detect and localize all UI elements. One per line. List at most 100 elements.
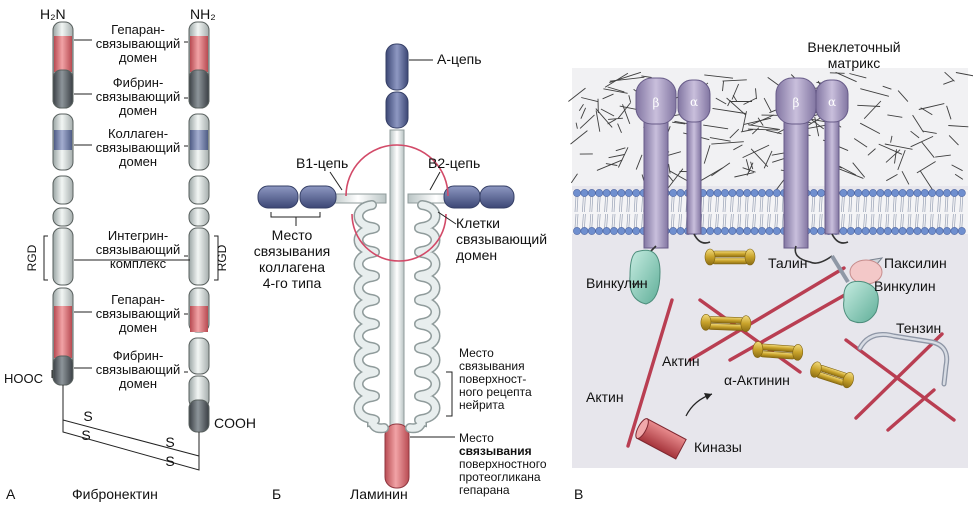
a-chain-globule xyxy=(385,91,409,129)
ecm-fiber xyxy=(703,124,729,130)
actin-filament xyxy=(728,290,852,362)
ecm-fiber xyxy=(602,93,614,100)
fibronectin-stripe xyxy=(190,306,208,332)
beta-subunit-head xyxy=(635,77,677,125)
lipid-tail xyxy=(878,213,882,229)
lipid-tail xyxy=(678,195,682,213)
vinculin-left-label: Винкулин xyxy=(586,275,648,291)
ecm-fiber xyxy=(746,162,754,176)
rgd-bracket-left xyxy=(43,235,48,281)
lipid-tail xyxy=(611,195,616,213)
ecm-fiber xyxy=(668,163,671,174)
lipid-tail xyxy=(759,213,764,229)
ecm-fiber xyxy=(742,144,770,159)
lipid-head xyxy=(891,189,900,197)
ecm-fiber xyxy=(882,85,892,90)
lipid-tail xyxy=(878,195,882,213)
ecm-fiber xyxy=(579,114,595,129)
beta-subunit-label: β xyxy=(653,96,660,110)
ecm-fiber xyxy=(853,138,868,148)
cell-binding-domain-label-line: связывающий xyxy=(456,231,547,247)
lipid-tail xyxy=(707,195,712,213)
ecm-fiber xyxy=(897,149,906,171)
b2-globule xyxy=(443,185,481,209)
ecm-fiber xyxy=(755,88,757,100)
ecm-fiber xyxy=(722,81,724,92)
ecm-fiber xyxy=(603,88,628,94)
ecm-fiber xyxy=(922,130,937,134)
ecm-fiber xyxy=(600,108,615,117)
lipid-head xyxy=(750,189,759,197)
ecm-fiber xyxy=(740,129,754,133)
ecm-fiber xyxy=(897,90,909,102)
lipid-tail xyxy=(759,195,764,213)
lipid-head xyxy=(839,227,848,235)
fibronectin-stripe xyxy=(190,36,208,72)
alpha-actinin-end xyxy=(700,314,712,331)
ecm-fiber xyxy=(763,97,772,112)
lipid-head xyxy=(580,189,589,197)
lipid-head xyxy=(706,189,715,197)
beta-subunit-label: β xyxy=(793,96,800,110)
fibronectin-domain-label-line: Гепаран- xyxy=(111,22,165,37)
ecm-fiber xyxy=(852,162,866,178)
alpha-tail xyxy=(693,233,711,244)
lipid-tail xyxy=(574,213,579,229)
lipid-head xyxy=(943,227,951,235)
ecm-fiber xyxy=(615,147,626,152)
fibronectin-domain-label-line: связывающий xyxy=(96,140,181,155)
lipid-tail xyxy=(885,213,890,229)
lipid-head xyxy=(943,189,951,197)
ecm-fiber xyxy=(711,162,731,177)
ecm-fiber xyxy=(749,114,774,126)
ecm-fiber xyxy=(884,143,913,150)
heparan-binding-site-label-line: протеогликана xyxy=(459,470,541,484)
ecm-fiber xyxy=(935,154,951,158)
lipid-tail xyxy=(818,195,823,213)
lipid-head xyxy=(765,227,774,235)
rgd-bracket-right xyxy=(214,235,219,281)
ecm-fiber xyxy=(886,174,898,182)
alpha-actinin xyxy=(810,361,854,389)
lipid-tail xyxy=(752,195,756,213)
ecm-fiber xyxy=(617,123,622,133)
lipid-tail xyxy=(722,195,727,213)
rgd-label-left: RGD xyxy=(25,244,39,271)
fibronectin-module xyxy=(188,227,210,286)
lipid-tail xyxy=(737,213,742,229)
lipid-head xyxy=(758,227,766,235)
cell-membrane xyxy=(573,189,966,235)
ecm-fiber xyxy=(742,167,756,173)
lipid-head xyxy=(587,189,596,197)
ecm-fiber xyxy=(943,80,954,85)
alpha-actinin xyxy=(704,248,756,266)
lipid-tail xyxy=(848,213,853,229)
tensin-highlight xyxy=(858,333,948,386)
b1-globule xyxy=(299,185,337,209)
fibronectin-stripe xyxy=(54,130,72,150)
lipid-tail xyxy=(574,195,579,213)
lipid-tail xyxy=(959,213,964,229)
lipid-head xyxy=(676,189,685,197)
lipid-head xyxy=(713,189,722,197)
lipid-tail xyxy=(744,213,749,229)
ecm-fiber xyxy=(885,149,901,163)
lipid-tail xyxy=(774,213,779,229)
lipid-head xyxy=(632,227,641,235)
s-label: S xyxy=(165,434,174,450)
lipid-tail xyxy=(737,195,742,213)
beta-subunit-stalk xyxy=(783,117,809,249)
ecm-background xyxy=(572,68,968,186)
lipid-head xyxy=(876,189,885,197)
ecm-fiber xyxy=(709,137,731,142)
talin-rod xyxy=(830,254,850,284)
lipid-tail xyxy=(937,213,941,229)
alpha-actinin xyxy=(752,341,804,361)
panel-letter-a: А xyxy=(6,486,16,502)
actin-filament xyxy=(698,298,802,374)
alpha-subunit-label: α xyxy=(690,95,698,109)
collagen-binding-site-label-line: 4-го типа xyxy=(263,275,322,291)
lipid-tail xyxy=(596,213,601,229)
lipid-head xyxy=(728,189,737,197)
